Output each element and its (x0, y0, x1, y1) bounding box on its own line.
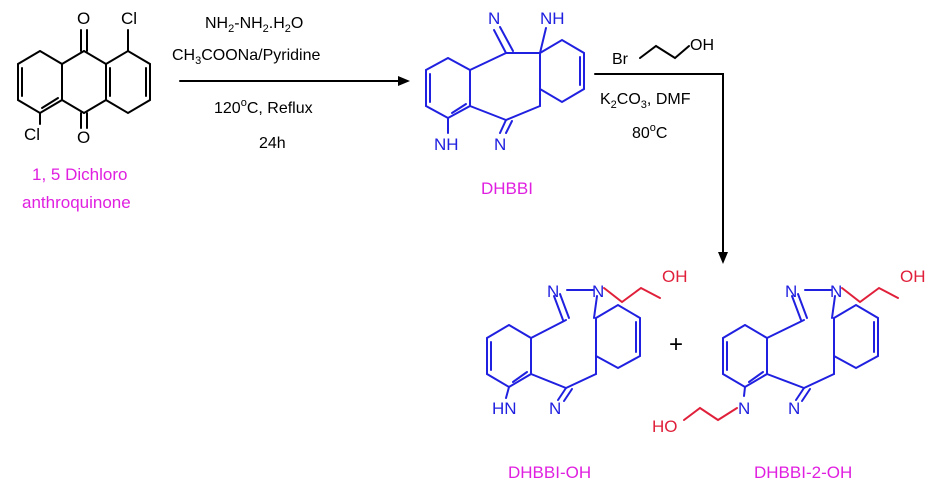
o-bottom-atom: O (77, 128, 90, 147)
dhbbi-nh-bottom-atom: NH (434, 135, 459, 154)
step1-reagent-base: CH3COONa/Pyridine (172, 47, 320, 67)
step2-reagent-chain (639, 44, 690, 60)
step2-temperature: 80oC (632, 122, 667, 142)
step2-reagent-oh: OH (690, 37, 714, 54)
dhbbi-n-bottom-atom: N (494, 135, 506, 154)
dhbbi-structure (425, 26, 585, 134)
p1-hn-atom: HN (492, 399, 517, 418)
step1-reagent-hydrazine: NH2-NH2.H2O (205, 15, 303, 35)
plus-sign: + (669, 331, 683, 358)
dhbbi-nh-top-atom: NH (540, 9, 565, 28)
p1-n1-atom: N (547, 282, 559, 301)
p2-label: DHBBI-2-OH (754, 463, 852, 482)
dhbbi-n-top-atom: N (488, 9, 500, 28)
p2-n1-atom: N (785, 282, 797, 301)
step2-reagent-br: Br (612, 51, 629, 68)
dichloroanthraquinone-structure (17, 29, 151, 129)
p1-oh-atom: OH (662, 267, 688, 286)
starting-material-caption-line1: 1, 5 Dichloro (32, 165, 127, 184)
dhbbi-2-oh-structure (683, 286, 899, 422)
step2-base: K2CO3, DMF (600, 91, 691, 111)
step2-arrowhead (718, 252, 728, 264)
step1-temperature: 120oC, Reflux (214, 97, 313, 117)
dhbbi-label: DHBBI (481, 179, 533, 198)
p2-n2-atom: N (830, 282, 842, 301)
p1-n3-atom: N (549, 399, 561, 418)
o-top-atom: O (77, 9, 90, 28)
p1-n2-atom: N (592, 282, 604, 301)
cl-top-atom: Cl (121, 9, 137, 28)
cl-bottom-atom: Cl (24, 125, 40, 144)
step1-time: 24h (259, 135, 286, 152)
dhbbi-oh-structure (486, 286, 661, 402)
step2-arrow (594, 73, 724, 253)
p2-ho-atom: HO (652, 417, 678, 436)
step1-arrowhead (398, 76, 410, 86)
p1-label: DHBBI-OH (508, 463, 591, 482)
p2-n3-atom: N (738, 399, 750, 418)
p2-n4-atom: N (788, 399, 800, 418)
p2-oh-atom: OH (900, 267, 926, 286)
starting-material-caption-line2: anthroquinone (22, 193, 131, 212)
